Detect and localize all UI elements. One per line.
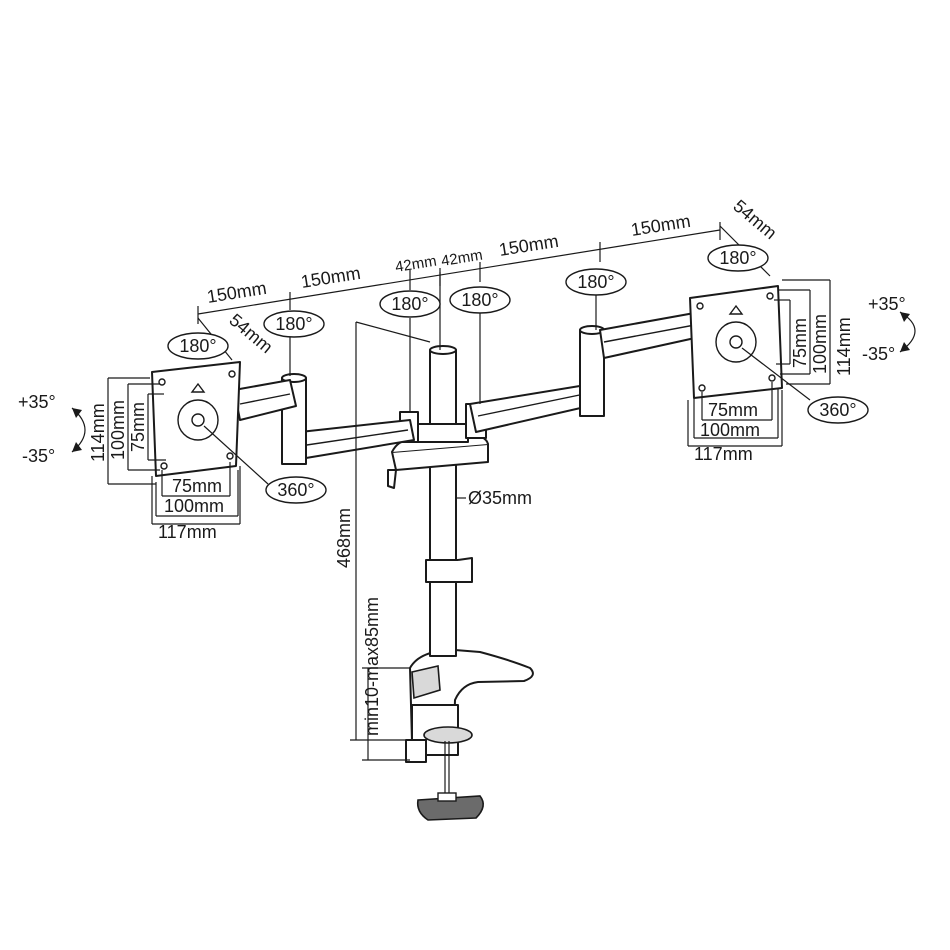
arrow-head-icon (72, 442, 82, 452)
badge-joint-left-outer: 180° (263, 310, 325, 338)
label-vesa-right-h75: 75mm (790, 318, 810, 368)
label-offset-right: 54mm (729, 196, 780, 243)
arrow-head-icon (900, 342, 910, 352)
svg-text:180°: 180° (275, 314, 312, 334)
label-vesa-right-w100: 100mm (700, 420, 760, 440)
label-clamp-range: min10-max85mm (362, 597, 382, 736)
badge-plate-right-swivel: 180° (707, 244, 769, 272)
label-pole-gap-right: 42mm (440, 247, 484, 270)
svg-text:180°: 180° (391, 294, 428, 314)
arrow-head-icon (900, 312, 910, 322)
desk-clamp (405, 649, 534, 821)
svg-text:360°: 360° (819, 400, 856, 420)
label-vesa-right-h114: 114mm (834, 317, 854, 376)
svg-text:180°: 180° (461, 290, 498, 310)
right-vesa-plate (689, 285, 783, 399)
dimension-lines (107, 222, 831, 761)
badge-rotate-left: 360° (265, 476, 327, 504)
label-tilt-down-right: -35° (862, 344, 895, 364)
label-vesa-right-w117: 117mm (694, 444, 753, 464)
label-arm-150-b: 150mm (299, 263, 361, 292)
label-vesa-left-w100: 100mm (164, 496, 224, 516)
label-vesa-left-h114: 114mm (88, 403, 108, 462)
badge-plate-left-swivel: 180° (167, 332, 229, 360)
pole (425, 345, 473, 657)
label-pole-gap-left: 42mm (394, 253, 438, 276)
svg-text:180°: 180° (719, 248, 756, 268)
label-tilt-up-left: +35° (18, 392, 56, 412)
label-vesa-left-w75: 75mm (172, 476, 222, 496)
tilt-arrows (71, 311, 916, 453)
left-vesa-plate (151, 361, 241, 477)
badge-rotate-right: 360° (807, 396, 869, 424)
arrow-head-icon (72, 408, 82, 418)
label-vesa-left-w117: 117mm (158, 522, 217, 542)
left-arm (233, 373, 415, 465)
svg-text:180°: 180° (179, 336, 216, 356)
label-height: 468mm (334, 508, 354, 568)
svg-text:360°: 360° (277, 480, 314, 500)
rotation-badges: 180° 180° 180° 180° 180° 180° 360° 360° (167, 244, 869, 504)
label-vesa-left-h100: 100mm (108, 400, 128, 460)
badge-joint-right-outer: 180° (565, 268, 627, 296)
tilt-arrow-right-icon (899, 311, 916, 353)
right-arm (469, 311, 705, 433)
badge-joint-left-inner: 180° (379, 290, 441, 318)
label-tilt-up-right: +35° (868, 294, 906, 314)
svg-text:180°: 180° (577, 272, 614, 292)
label-vesa-right-w75: 75mm (708, 400, 758, 420)
label-vesa-right-h100: 100mm (810, 314, 830, 374)
badge-joint-right-inner: 180° (449, 286, 511, 314)
label-arm-150-c: 150mm (497, 231, 559, 260)
label-arm-150-a: 150mm (205, 278, 267, 307)
label-vesa-left-h75: 75mm (128, 402, 148, 452)
label-pole-diameter: Ø35mm (468, 488, 532, 508)
label-tilt-down-left: -35° (22, 446, 55, 466)
